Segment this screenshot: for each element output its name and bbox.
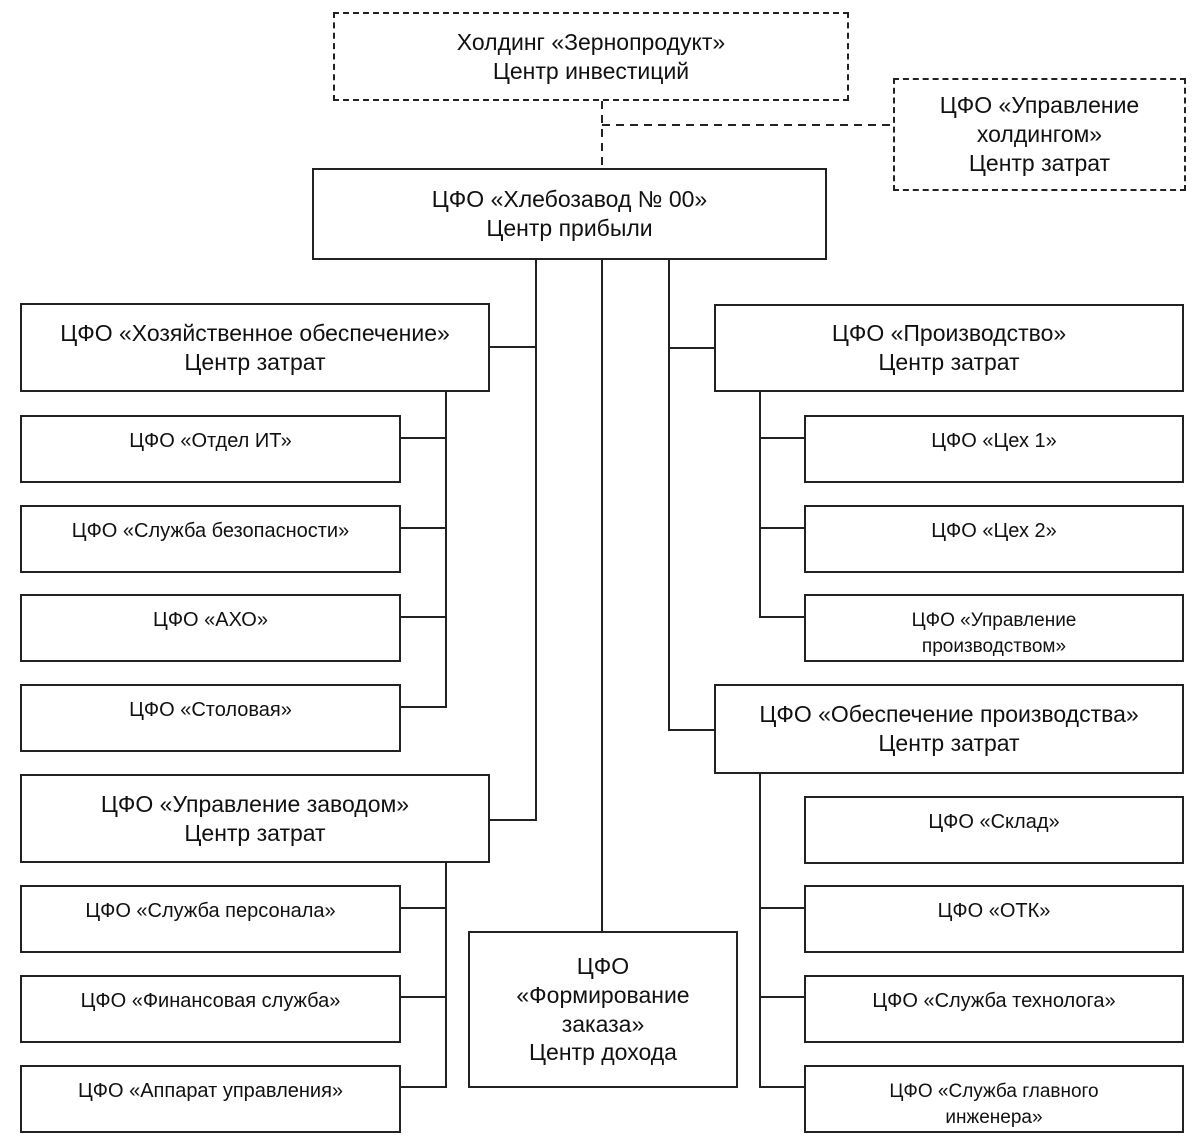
node-production-support: ЦФО «Обеспечение производства» Центр зат… — [714, 684, 1184, 774]
node-admin-apparatus: ЦФО «Аппарат управления» — [20, 1065, 401, 1133]
connector-support-children — [759, 774, 804, 1088]
node-production: ЦФО «Производство» Центр затрат — [714, 304, 1184, 392]
connector-production-children — [759, 392, 804, 618]
node-finance-service: ЦФО «Финансовая служба» — [20, 975, 401, 1043]
node-canteen: ЦФО «Столовая» — [20, 684, 401, 752]
node-aho: ЦФО «АХО» — [20, 594, 401, 662]
node-order-forming: ЦФО «Формирование заказа» Центр дохода — [468, 931, 738, 1088]
connector-left-trunk — [490, 260, 537, 821]
node-production-management: ЦФО «Управление производством» — [804, 594, 1184, 662]
node-chief-engineer-service: ЦФО «Служба главного инженера» — [804, 1065, 1184, 1133]
connector-right-trunk — [668, 260, 714, 731]
node-security-service: ЦФО «Служба безопасности» — [20, 505, 401, 573]
node-holding: Холдинг «Зернопродукт» Центр инвестиций — [333, 12, 849, 101]
connector-household-children — [401, 392, 447, 708]
node-shop-2: ЦФО «Цех 2» — [804, 505, 1184, 573]
node-otk: ЦФО «ОТК» — [804, 885, 1184, 953]
node-bakery: ЦФО «Хлебозавод № 00» Центр прибыли — [312, 168, 827, 260]
node-plant-management: ЦФО «Управление заводом» Центр затрат — [20, 774, 490, 863]
node-holding-management: ЦФО «Управление холдингом» Центр затрат — [893, 78, 1186, 191]
node-it-department: ЦФО «Отдел ИТ» — [20, 415, 401, 483]
node-warehouse: ЦФО «Склад» — [804, 796, 1184, 864]
node-hr-service: ЦФО «Служба персонала» — [20, 885, 401, 953]
node-technologist-service: ЦФО «Служба технолога» — [804, 975, 1184, 1043]
node-shop-1: ЦФО «Цех 1» — [804, 415, 1184, 483]
connector-plant-children — [401, 863, 447, 1088]
node-household: ЦФО «Хозяйственное обеспечение» Центр за… — [20, 303, 490, 392]
